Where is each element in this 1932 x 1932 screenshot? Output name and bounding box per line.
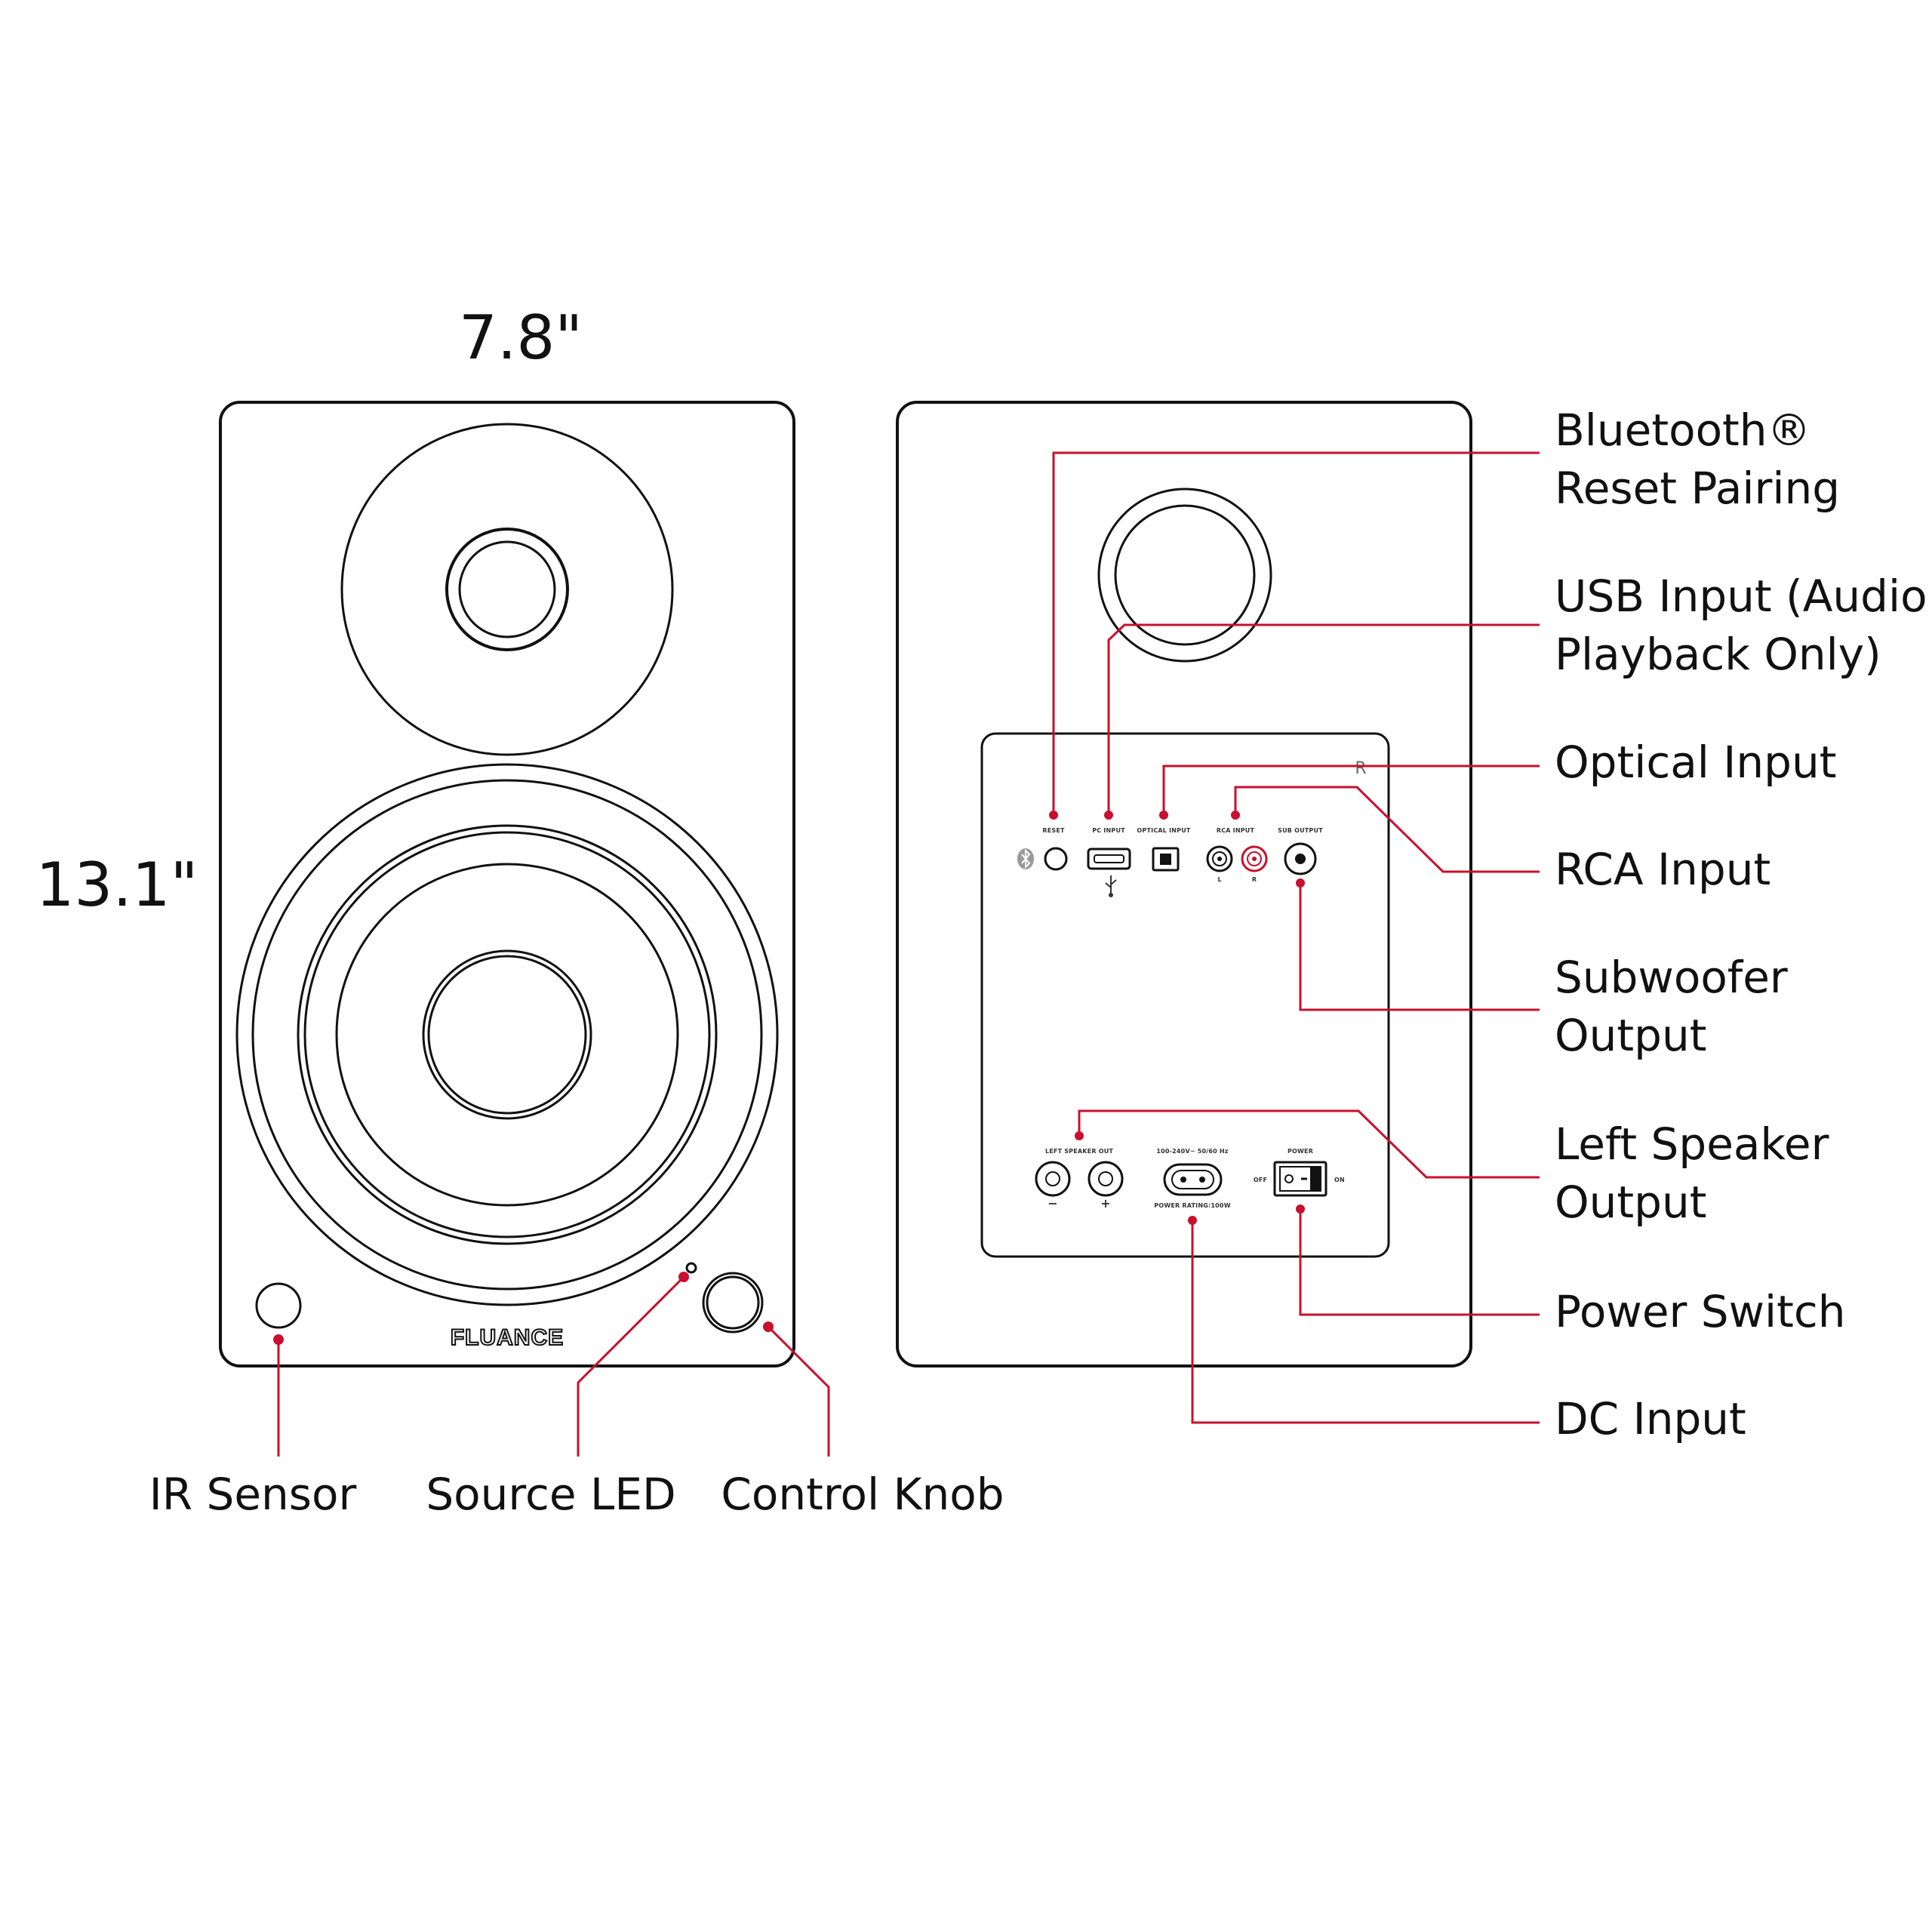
label-subwoofer-line2: Output — [1555, 1010, 1706, 1061]
panel-label-reset: RESET — [1042, 827, 1065, 834]
front-leaders — [273, 1272, 830, 1457]
label-control-knob: Control Knob — [721, 1469, 1004, 1520]
connection-panel — [980, 732, 1390, 1258]
tweeter-inner-ring — [458, 540, 556, 638]
usb-icon — [1105, 875, 1117, 897]
label-bluetooth-line1: Bluetooth® — [1555, 405, 1811, 456]
height-dimension: 13.1" — [36, 850, 198, 920]
control-knob[interactable] — [702, 1272, 764, 1334]
ir-sensor-window — [255, 1282, 302, 1329]
bass-port-inner — [1114, 504, 1256, 646]
rear-callout-labels: Bluetooth® Reset Pairing USB Input (Audi… — [1555, 405, 1927, 1444]
label-rca: RCA Input — [1555, 844, 1770, 895]
panel-side-letter: R — [1355, 759, 1366, 778]
power-inlet[interactable] — [1163, 1163, 1223, 1196]
woofer-dust-cap-outer — [422, 949, 592, 1120]
bass-port-outer — [1097, 488, 1272, 663]
plus-label: + — [1100, 1196, 1110, 1211]
woofer-outer-ring — [235, 763, 779, 1306]
panel-label-rca: RCA INPUT — [1217, 827, 1255, 834]
panel-label-left-speaker-out: LEFT SPEAKER OUT — [1045, 1148, 1113, 1155]
rear-leaders — [1049, 451, 1540, 1424]
woofer-surround-outer — [297, 824, 718, 1245]
tweeter — [340, 423, 674, 756]
label-usb-line1: USB Input (Audio — [1555, 571, 1927, 622]
label-power-switch: Power Switch — [1555, 1286, 1846, 1337]
rear-cabinet — [896, 401, 1472, 1367]
label-usb-line2: Playback Only) — [1555, 629, 1881, 680]
bluetooth-icon — [1017, 848, 1034, 869]
panel-label-on: ON — [1334, 1177, 1345, 1183]
source-led — [685, 1262, 697, 1274]
label-source-led: Source LED — [426, 1469, 675, 1520]
tweeter-outer-ring — [445, 528, 569, 651]
label-left-speaker-line2: Output — [1555, 1177, 1706, 1228]
optical-port[interactable] — [1152, 847, 1180, 872]
rca-r-label: R — [1252, 876, 1257, 883]
sub-output-jack[interactable] — [1284, 842, 1317, 875]
panel-label-pc-input: PC INPUT — [1092, 827, 1125, 834]
label-bluetooth-line2: Reset Pairing — [1555, 463, 1840, 514]
woofer-dust-cap-inner — [427, 955, 587, 1115]
front-cabinet — [219, 401, 795, 1367]
rear-speaker: R RESET PC INPUT OPTICAL INPUT RCA INPUT… — [896, 401, 1472, 1367]
minus-label: − — [1048, 1196, 1057, 1211]
woofer — [235, 763, 779, 1306]
power-rocker-switch[interactable] — [1273, 1161, 1327, 1197]
left-speaker-minus-terminal[interactable] — [1035, 1161, 1071, 1197]
front-speaker: FLUANCE — [219, 401, 795, 1367]
label-dc-input: DC Input — [1555, 1393, 1746, 1444]
label-optical: Optical Input — [1555, 737, 1837, 788]
width-dimension: 7.8" — [459, 303, 583, 373]
panel-label-power: POWER — [1287, 1148, 1313, 1155]
label-left-speaker-line1: Left Speaker — [1555, 1118, 1829, 1170]
left-speaker-plus-terminal[interactable] — [1088, 1161, 1124, 1197]
reset-button[interactable] — [1044, 847, 1068, 871]
woofer-cone — [335, 863, 679, 1207]
panel-label-off: OFF — [1254, 1177, 1267, 1183]
panel-label-sub: SUB OUTPUT — [1278, 827, 1323, 834]
rca-right-jack[interactable] — [1241, 845, 1268, 872]
label-subwoofer-line1: Subwoofer — [1555, 952, 1788, 1003]
woofer-outer-ring-2 — [251, 779, 763, 1291]
panel-label-power-rating: POWER RATING:100W — [1154, 1202, 1230, 1209]
rca-left-jack[interactable] — [1206, 845, 1233, 872]
brand-logo: FLUANCE — [451, 1325, 564, 1350]
tweeter-plate — [340, 423, 674, 756]
panel-label-optical: OPTICAL INPUT — [1137, 827, 1190, 834]
panel-label-voltage: 100-240V~ 50/60 Hz — [1156, 1148, 1228, 1155]
rca-l-label: L — [1217, 876, 1221, 883]
woofer-surround-inner — [303, 831, 711, 1238]
label-ir-sensor: IR Sensor — [149, 1469, 357, 1520]
usb-port[interactable] — [1087, 848, 1131, 870]
